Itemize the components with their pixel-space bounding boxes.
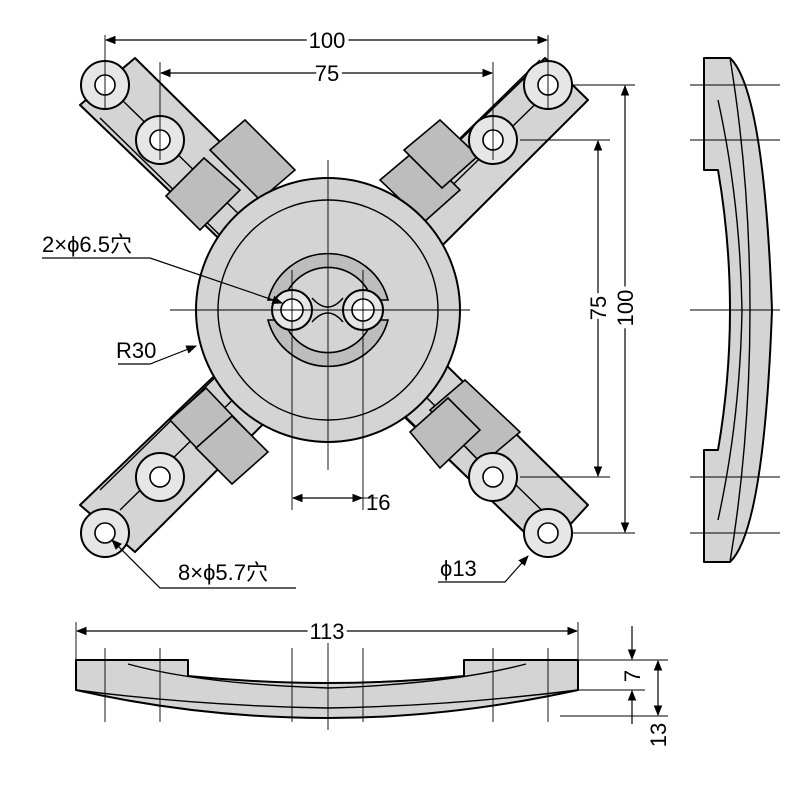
dim-13: 13	[646, 723, 671, 747]
bottom-view: 113 7 13	[75, 615, 671, 747]
dim-113: 113	[309, 619, 344, 644]
dimension-lines	[104, 35, 630, 534]
dim-75-top: 75	[315, 61, 339, 86]
mount-hole	[482, 466, 504, 488]
front-view: 100 75 75 100 16 2×ϕ6.5穴 R30 8×ϕ5.7穴 ϕ13	[42, 24, 642, 589]
side-view	[690, 57, 780, 563]
callout-mount-holes: 8×ϕ5.7穴	[178, 560, 268, 585]
dim-75-right: 75	[586, 296, 611, 320]
dim-16: 16	[366, 490, 390, 515]
callout-radius: R30	[116, 338, 156, 363]
mount-hole	[94, 522, 116, 544]
callout-boss-diameter: ϕ13	[440, 556, 477, 581]
dim-7: 7	[620, 670, 645, 682]
mount-hole	[537, 522, 559, 544]
leaders	[42, 257, 529, 589]
dim-100-top: 100	[309, 28, 346, 53]
callout-center-holes: 2×ϕ6.5穴	[42, 232, 132, 257]
dim-100-right: 100	[613, 290, 638, 327]
mount-hole	[149, 466, 171, 488]
